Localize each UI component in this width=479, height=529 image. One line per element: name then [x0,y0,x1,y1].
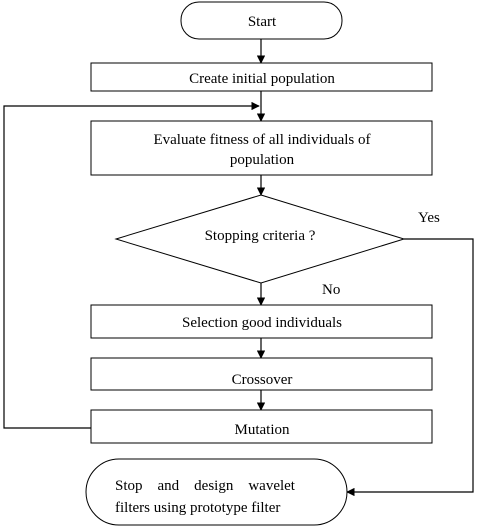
evaluate-fitness-label-line1: Evaluate fitness of all individuals of [153,132,370,148]
mutation-label: Mutation [235,422,290,438]
selection-box [90,304,433,339]
start-terminator [180,1,343,40]
yes-label: Yes [418,210,440,226]
mutation-box [90,409,433,444]
start-label: Start [248,14,277,30]
evaluate-fitness-box [90,120,433,176]
evaluate-fitness-label-line2: population [230,152,295,168]
selection-label: Selection good individuals [182,315,342,331]
stopping-criteria-decision [114,194,406,284]
create-population-label: Create initial population [189,71,335,87]
stop-label-line1: Stop and design wavelet [115,478,296,494]
stop-terminator [85,458,348,526]
crossover-box [90,357,433,391]
create-population-box [90,62,433,92]
yes-branch-line [346,238,474,497]
crossover-label: Crossover [232,372,293,388]
stopping-criteria-label: Stopping criteria ? [205,228,316,244]
no-label: No [322,282,340,298]
stop-label-line2: filters using prototype filter [115,500,280,516]
loop-back-line [3,101,260,429]
